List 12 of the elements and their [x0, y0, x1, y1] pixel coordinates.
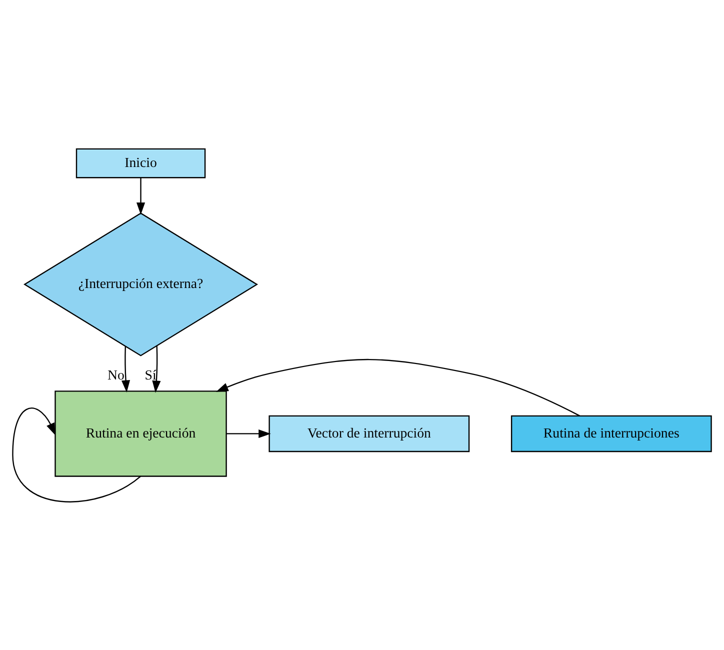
edge-label: No: [107, 367, 124, 382]
node-box: Vector de interrupción: [268, 414, 470, 452]
node-box: Inicio: [76, 148, 206, 178]
arrow: [136, 177, 146, 214]
node-diamond: ¿Interrupción externa?: [24, 212, 258, 356]
node-box: Rutina en ejecución: [54, 390, 227, 476]
node-box: Rutina de interrupciones: [510, 414, 712, 452]
arrow: [152, 345, 161, 392]
edge-label: Sí: [144, 367, 156, 382]
arrow: [216, 358, 580, 416]
arrow: [122, 346, 130, 392]
arrow: [226, 428, 271, 438]
